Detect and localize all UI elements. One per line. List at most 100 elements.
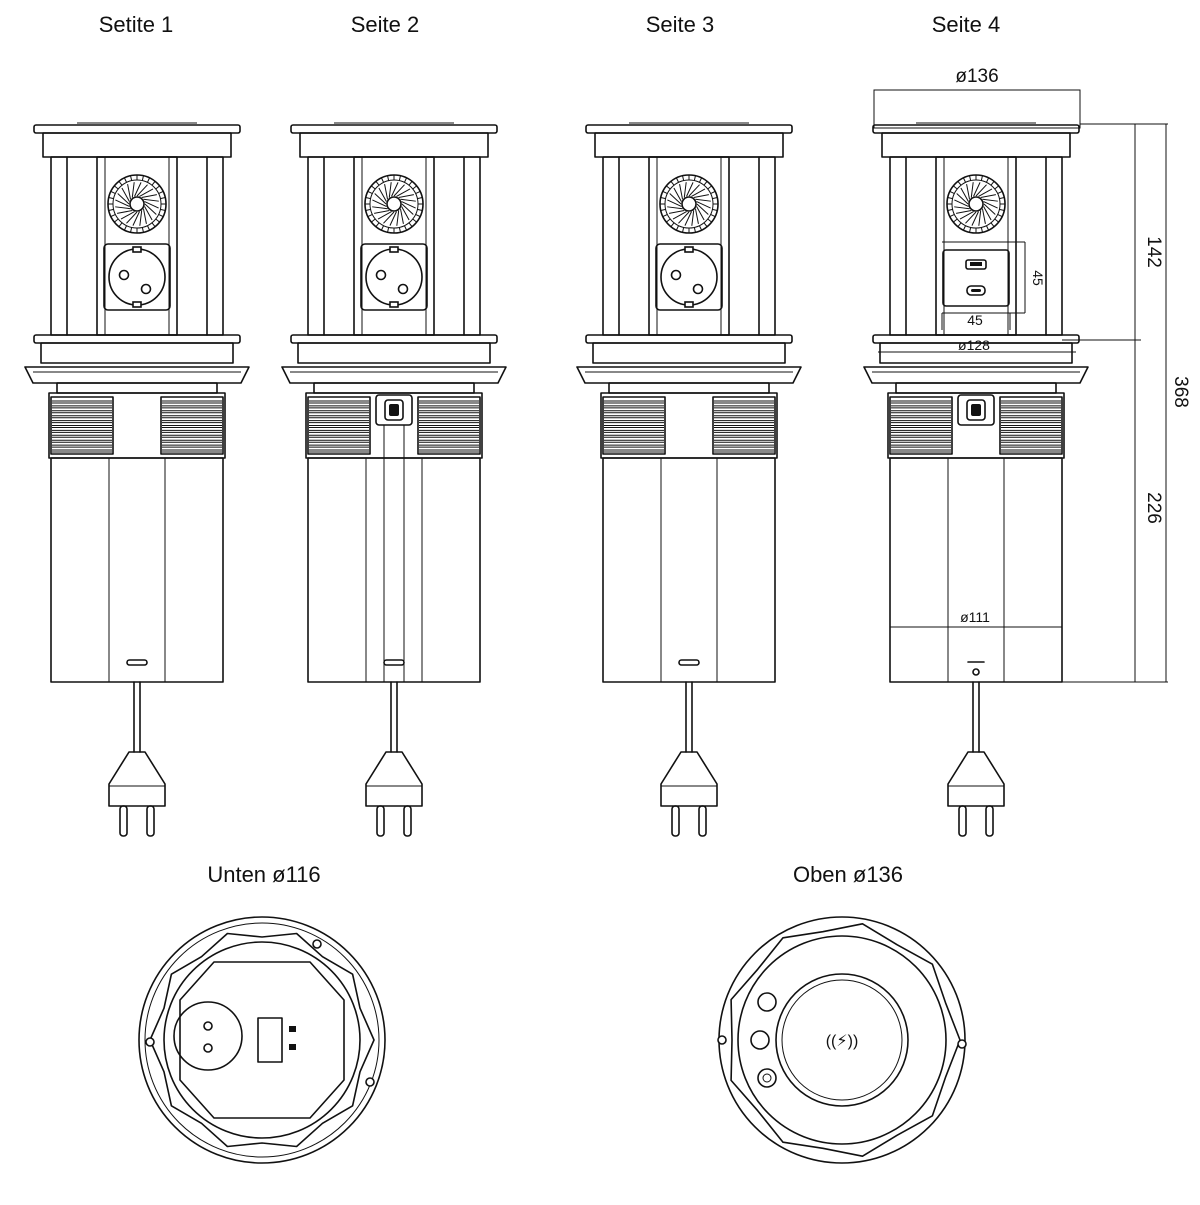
view-label-side-1: Setite 1 bbox=[99, 12, 174, 37]
tower-side-4 bbox=[863, 122, 1089, 837]
lamp-icon bbox=[757, 992, 777, 1012]
collar bbox=[297, 342, 491, 364]
thread-section bbox=[999, 396, 1063, 455]
tower-side-2 bbox=[281, 122, 507, 837]
thread-section bbox=[712, 396, 776, 455]
plug-pin bbox=[403, 805, 412, 837]
status-led bbox=[972, 668, 980, 676]
module-housing bbox=[602, 156, 776, 336]
lid-outline bbox=[730, 923, 961, 1157]
schuko-pin-hole bbox=[140, 283, 152, 295]
lower-body bbox=[602, 457, 776, 683]
view-label-side-2: Seite 2 bbox=[351, 12, 420, 37]
bottom-view-label: Unten ø116 bbox=[207, 862, 320, 887]
screw bbox=[365, 1077, 375, 1087]
dim-module-height: 45 bbox=[1030, 270, 1046, 286]
usb-module-frame bbox=[942, 249, 1010, 307]
plug-pin bbox=[146, 805, 155, 837]
switch-housing bbox=[957, 394, 995, 426]
thread-section bbox=[602, 396, 666, 455]
mounting-flange bbox=[576, 366, 802, 384]
usb-c-outlet bbox=[383, 659, 405, 666]
schuko-socket bbox=[365, 248, 423, 306]
dim-module-width: 45 bbox=[967, 312, 983, 328]
mounting-flange bbox=[863, 366, 1089, 384]
base-plate bbox=[179, 961, 345, 1119]
lid-cap bbox=[299, 132, 489, 158]
schuko-pin-hole bbox=[397, 283, 409, 295]
plug-pin bbox=[671, 805, 680, 837]
schuko-pin-hole bbox=[118, 269, 130, 281]
fan-hub bbox=[386, 196, 402, 212]
tower-side-1 bbox=[24, 122, 250, 837]
flange-outline bbox=[149, 932, 375, 1148]
bottom-view-circle bbox=[138, 916, 386, 1164]
socket-recess bbox=[173, 1001, 243, 1071]
collar-top bbox=[33, 334, 241, 344]
dimension-annotations: ø136 45 45 ø128 ø111 142 226 368 bbox=[873, 66, 1191, 683]
collar-top bbox=[585, 334, 793, 344]
view-label-side-3: Seite 3 bbox=[646, 12, 715, 37]
plug-pin bbox=[698, 805, 707, 837]
dim-body-diameter: ø111 bbox=[960, 609, 990, 625]
outer-rim bbox=[138, 916, 386, 1164]
lower-body bbox=[307, 457, 481, 683]
schuko-socket-frame bbox=[103, 243, 171, 311]
thread-section bbox=[50, 396, 114, 455]
switch bbox=[257, 1017, 283, 1063]
socket-hole bbox=[203, 1021, 213, 1031]
power-plug bbox=[108, 751, 166, 807]
socket-column bbox=[648, 156, 730, 336]
socket-column bbox=[353, 156, 435, 336]
lower-body bbox=[889, 457, 1063, 683]
flange-base bbox=[56, 382, 218, 394]
collar bbox=[40, 342, 234, 364]
wireless-charger-pad bbox=[775, 973, 909, 1107]
flange-base bbox=[895, 382, 1057, 394]
collar bbox=[592, 342, 786, 364]
fan-icon bbox=[750, 1030, 770, 1050]
lid-cap bbox=[42, 132, 232, 158]
schuko-pin-hole bbox=[692, 283, 704, 295]
lid-top bbox=[290, 124, 498, 134]
socket-hole bbox=[203, 1043, 213, 1053]
top-view-circle: ((⚡)) bbox=[717, 916, 967, 1164]
module-housing bbox=[50, 156, 224, 336]
flange-base bbox=[608, 382, 770, 394]
wireless-charging-icon: ((⚡)) bbox=[826, 1033, 859, 1050]
power-icon bbox=[757, 1068, 777, 1088]
dim-top-diameter: ø136 bbox=[955, 66, 998, 87]
lower-body bbox=[50, 457, 224, 683]
lid-ring bbox=[737, 935, 947, 1145]
thread-section bbox=[417, 396, 481, 455]
schuko-socket bbox=[108, 248, 166, 306]
module-housing bbox=[889, 156, 1063, 336]
power-plug bbox=[365, 751, 423, 807]
schuko-pin-hole bbox=[375, 269, 387, 281]
usb-c-port bbox=[966, 285, 986, 296]
lid-top bbox=[33, 124, 241, 134]
usb-a-port bbox=[965, 259, 987, 270]
socket-column bbox=[935, 156, 1017, 336]
usb-c-outlet bbox=[678, 659, 700, 666]
dim-total-height: 368 bbox=[1170, 376, 1191, 408]
screw bbox=[145, 1037, 155, 1047]
view-label-side-4: Seite 4 bbox=[932, 12, 1001, 37]
lid-cap bbox=[594, 132, 784, 158]
fan-hub bbox=[968, 196, 984, 212]
plug-pin bbox=[376, 805, 385, 837]
mounting-flange bbox=[24, 366, 250, 384]
schuko-socket bbox=[660, 248, 718, 306]
tower-side-3 bbox=[576, 122, 802, 837]
plug-pin bbox=[958, 805, 967, 837]
thread-section bbox=[889, 396, 953, 455]
flange-base bbox=[313, 382, 475, 394]
screw bbox=[957, 1039, 967, 1049]
power-plug bbox=[947, 751, 1005, 807]
top-view-label: Oben ø136 bbox=[793, 862, 903, 887]
dim-upper-height: 142 bbox=[1143, 236, 1164, 268]
switch-housing bbox=[375, 394, 413, 426]
schuko-socket-frame bbox=[655, 243, 723, 311]
collar-top bbox=[290, 334, 498, 344]
dim-collar-diameter: ø128 bbox=[958, 337, 990, 353]
